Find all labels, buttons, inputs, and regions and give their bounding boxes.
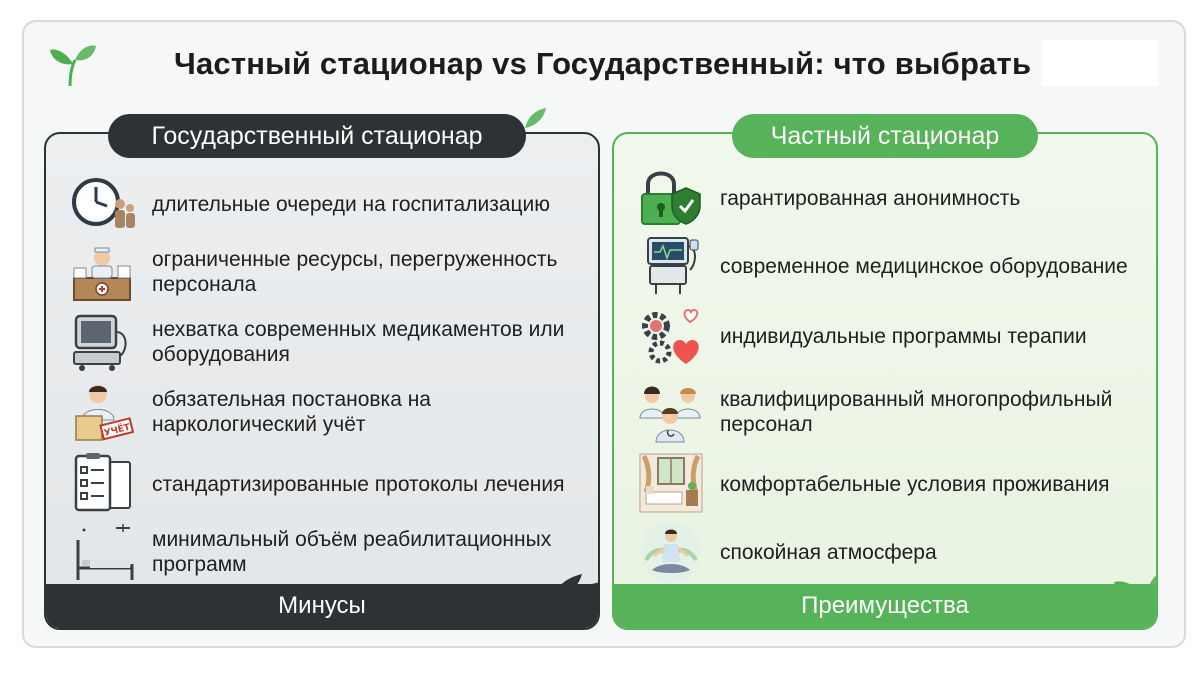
hospital-bed-icon: [76, 524, 134, 580]
list-item: УЧЁТ обязательная постановка на нарколог…: [70, 380, 572, 444]
page-title: Частный стационар vs Государственный: чт…: [174, 46, 1032, 81]
list-item: современное медицинское оборудование: [638, 234, 1156, 298]
list-item: комфортабельные условия проживания: [638, 452, 1140, 516]
clock-queue-icon: [72, 178, 135, 228]
registry-stamp-icon: УЧЁТ: [75, 385, 135, 441]
list-item: минимальный объём реабилитационных прогр…: [70, 520, 572, 584]
title-blank-area: [1042, 40, 1158, 86]
list-item: стандартизированные протоколы лечения: [70, 452, 572, 516]
private-header: Частный стационар: [732, 114, 1038, 158]
protocol-checklist-icon: [74, 453, 131, 512]
private-panel: гарантированная анонимность современное …: [612, 132, 1158, 630]
lock-shield-icon: [641, 171, 701, 225]
meditation-icon: [641, 522, 701, 582]
list-item: ограниченные ресурсы, перегруженность пе…: [70, 240, 592, 304]
list-item: квалифицированный многопрофильный персон…: [638, 380, 1140, 444]
item-text: комфортабельные условия проживания: [720, 472, 1110, 496]
medical-monitor-icon: [647, 237, 699, 294]
item-text: нехватка современных медикаментов или об…: [152, 318, 565, 366]
item-text: современное медицинское оборудование: [720, 254, 1128, 278]
list-item: индивидуальные программы терапии: [638, 304, 1140, 368]
item-text: квалифицированный многопрофильный персон…: [720, 388, 1113, 436]
old-equipment-icon: [73, 314, 127, 371]
private-footer: Преимущества: [614, 584, 1156, 628]
medical-team-icon: [639, 386, 701, 443]
item-text: индивидуальные программы терапии: [720, 324, 1087, 348]
title-bar: Частный стационар vs Государственный: чт…: [40, 38, 1158, 88]
item-text: длительные очереди на госпитализацию: [152, 192, 551, 216]
item-text: спокойная атмосфера: [720, 540, 937, 564]
small-leaf-icon: [525, 108, 546, 128]
item-text: гарантированная анонимность: [720, 186, 1021, 210]
overloaded-doctor-icon: [73, 247, 131, 301]
government-panel: длительные очереди на госпитализацию огр…: [44, 132, 600, 630]
government-footer: Минусы: [46, 584, 598, 628]
comfortable-room-icon: [639, 453, 703, 513]
list-item: длительные очереди на госпитализацию: [70, 172, 572, 236]
sprout-icon: [50, 45, 96, 87]
list-item: гарантированная анонимность: [638, 166, 1140, 230]
list-item: спокойная атмосфера: [638, 520, 1140, 584]
item-text: ограниченные ресурсы, перегруженность пе…: [152, 248, 558, 296]
list-item: нехватка современных медикаментов или об…: [70, 310, 572, 374]
item-text: стандартизированные протоколы лечения: [152, 472, 565, 496]
government-header: Государственный стационар: [108, 114, 526, 158]
gears-heart-icon: [642, 308, 699, 364]
item-text: обязательная постановка на наркологическ…: [152, 388, 431, 436]
item-text: минимальный объём реабилитационных прогр…: [152, 528, 552, 576]
